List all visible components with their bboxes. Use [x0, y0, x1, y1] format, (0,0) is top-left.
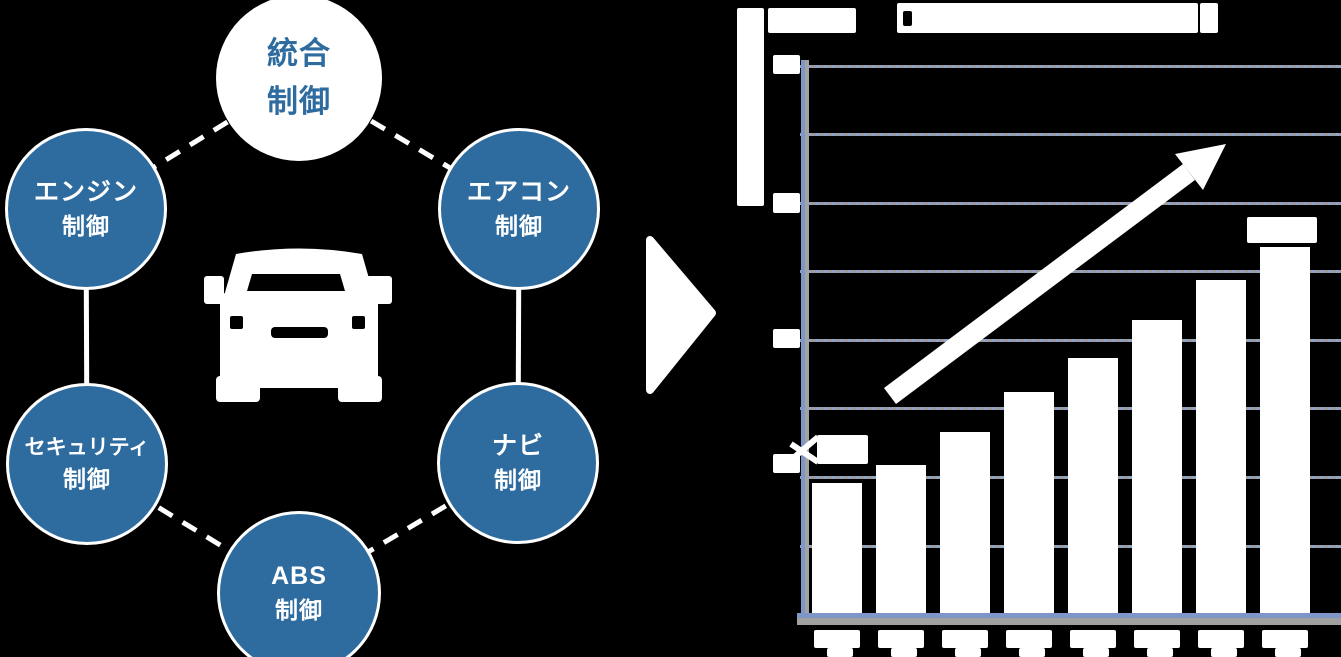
- x-tick-label-blob: [1006, 630, 1052, 648]
- chart-title-notch: [903, 11, 912, 26]
- gridline-dots: [800, 65, 1341, 68]
- x-tick-label-blob: [1134, 630, 1180, 648]
- node-navi-control: ナビ 制御: [437, 382, 599, 544]
- y-tick-label-blob-3: [773, 329, 800, 348]
- x-tick-label-blob: [1198, 630, 1244, 648]
- x-tick-label-blob: [1211, 648, 1237, 657]
- chart-bar: [1196, 280, 1246, 613]
- chart-bar: [876, 465, 926, 613]
- y-tick-label-blob-1: [773, 55, 800, 74]
- y-tick-label-blob-2: [773, 193, 800, 213]
- x-axis-shadow: [797, 618, 1341, 625]
- chart-bar: [1004, 392, 1054, 613]
- chart-title-blob-3: [1200, 3, 1218, 33]
- bar1-callout-blob: [817, 435, 868, 464]
- y-axis: [801, 60, 805, 621]
- x-tick-label-blob: [891, 648, 917, 657]
- chart-bar: [1068, 358, 1118, 613]
- chart-bar: [812, 483, 862, 613]
- node-label: エアコン: [466, 178, 571, 207]
- node-integrated-control: 統合 制御: [216, 0, 382, 161]
- bar8-callout-blob: [1247, 217, 1317, 243]
- x-tick-label-blob: [1262, 630, 1308, 648]
- chart-y-axis-title-blob: [737, 8, 764, 206]
- x-axis: [797, 613, 1341, 618]
- y-axis-shadow: [805, 60, 809, 621]
- chart-bar: [1132, 320, 1182, 613]
- gridline-dots: [800, 133, 1341, 136]
- chart-title-blob-1: [768, 8, 856, 33]
- node-label: 制御: [267, 84, 331, 119]
- x-tick-label-blob: [1083, 648, 1109, 657]
- chart-title-blob-2: [897, 3, 1198, 33]
- node-label: 制御: [495, 213, 543, 240]
- x-tick-label-blob: [827, 648, 853, 657]
- node-label: 制御: [275, 597, 323, 624]
- x-tick-label-blob: [1147, 648, 1173, 657]
- node-label: エンジン: [33, 178, 138, 207]
- x-tick-label-blob: [814, 630, 860, 648]
- x-tick-label-blob: [1275, 648, 1301, 657]
- chart-bar: [940, 432, 990, 613]
- y-tick-label-blob-4: [773, 454, 800, 473]
- chart-bar: [1260, 247, 1310, 613]
- x-tick-label-blob: [942, 630, 988, 648]
- gridline-dots: [800, 202, 1341, 205]
- x-tick-label-blob: [1019, 648, 1045, 657]
- node-engine-control: エンジン 制御: [5, 128, 167, 290]
- node-label: 制御: [494, 467, 542, 494]
- node-label: ABS: [271, 562, 327, 591]
- node-label: ナビ: [491, 432, 544, 461]
- node-label: 統合: [267, 35, 331, 71]
- node-label: 制御: [62, 213, 110, 240]
- x-tick-label-blob: [955, 648, 981, 657]
- x-tick-label-blob: [878, 630, 924, 648]
- node-security-control: セキュリティ 制御: [6, 383, 168, 545]
- node-aircon-control: エアコン 制御: [438, 128, 600, 290]
- node-label: 制御: [63, 465, 111, 492]
- node-label: セキュリティ: [24, 436, 150, 460]
- x-tick-label-blob: [1070, 630, 1116, 648]
